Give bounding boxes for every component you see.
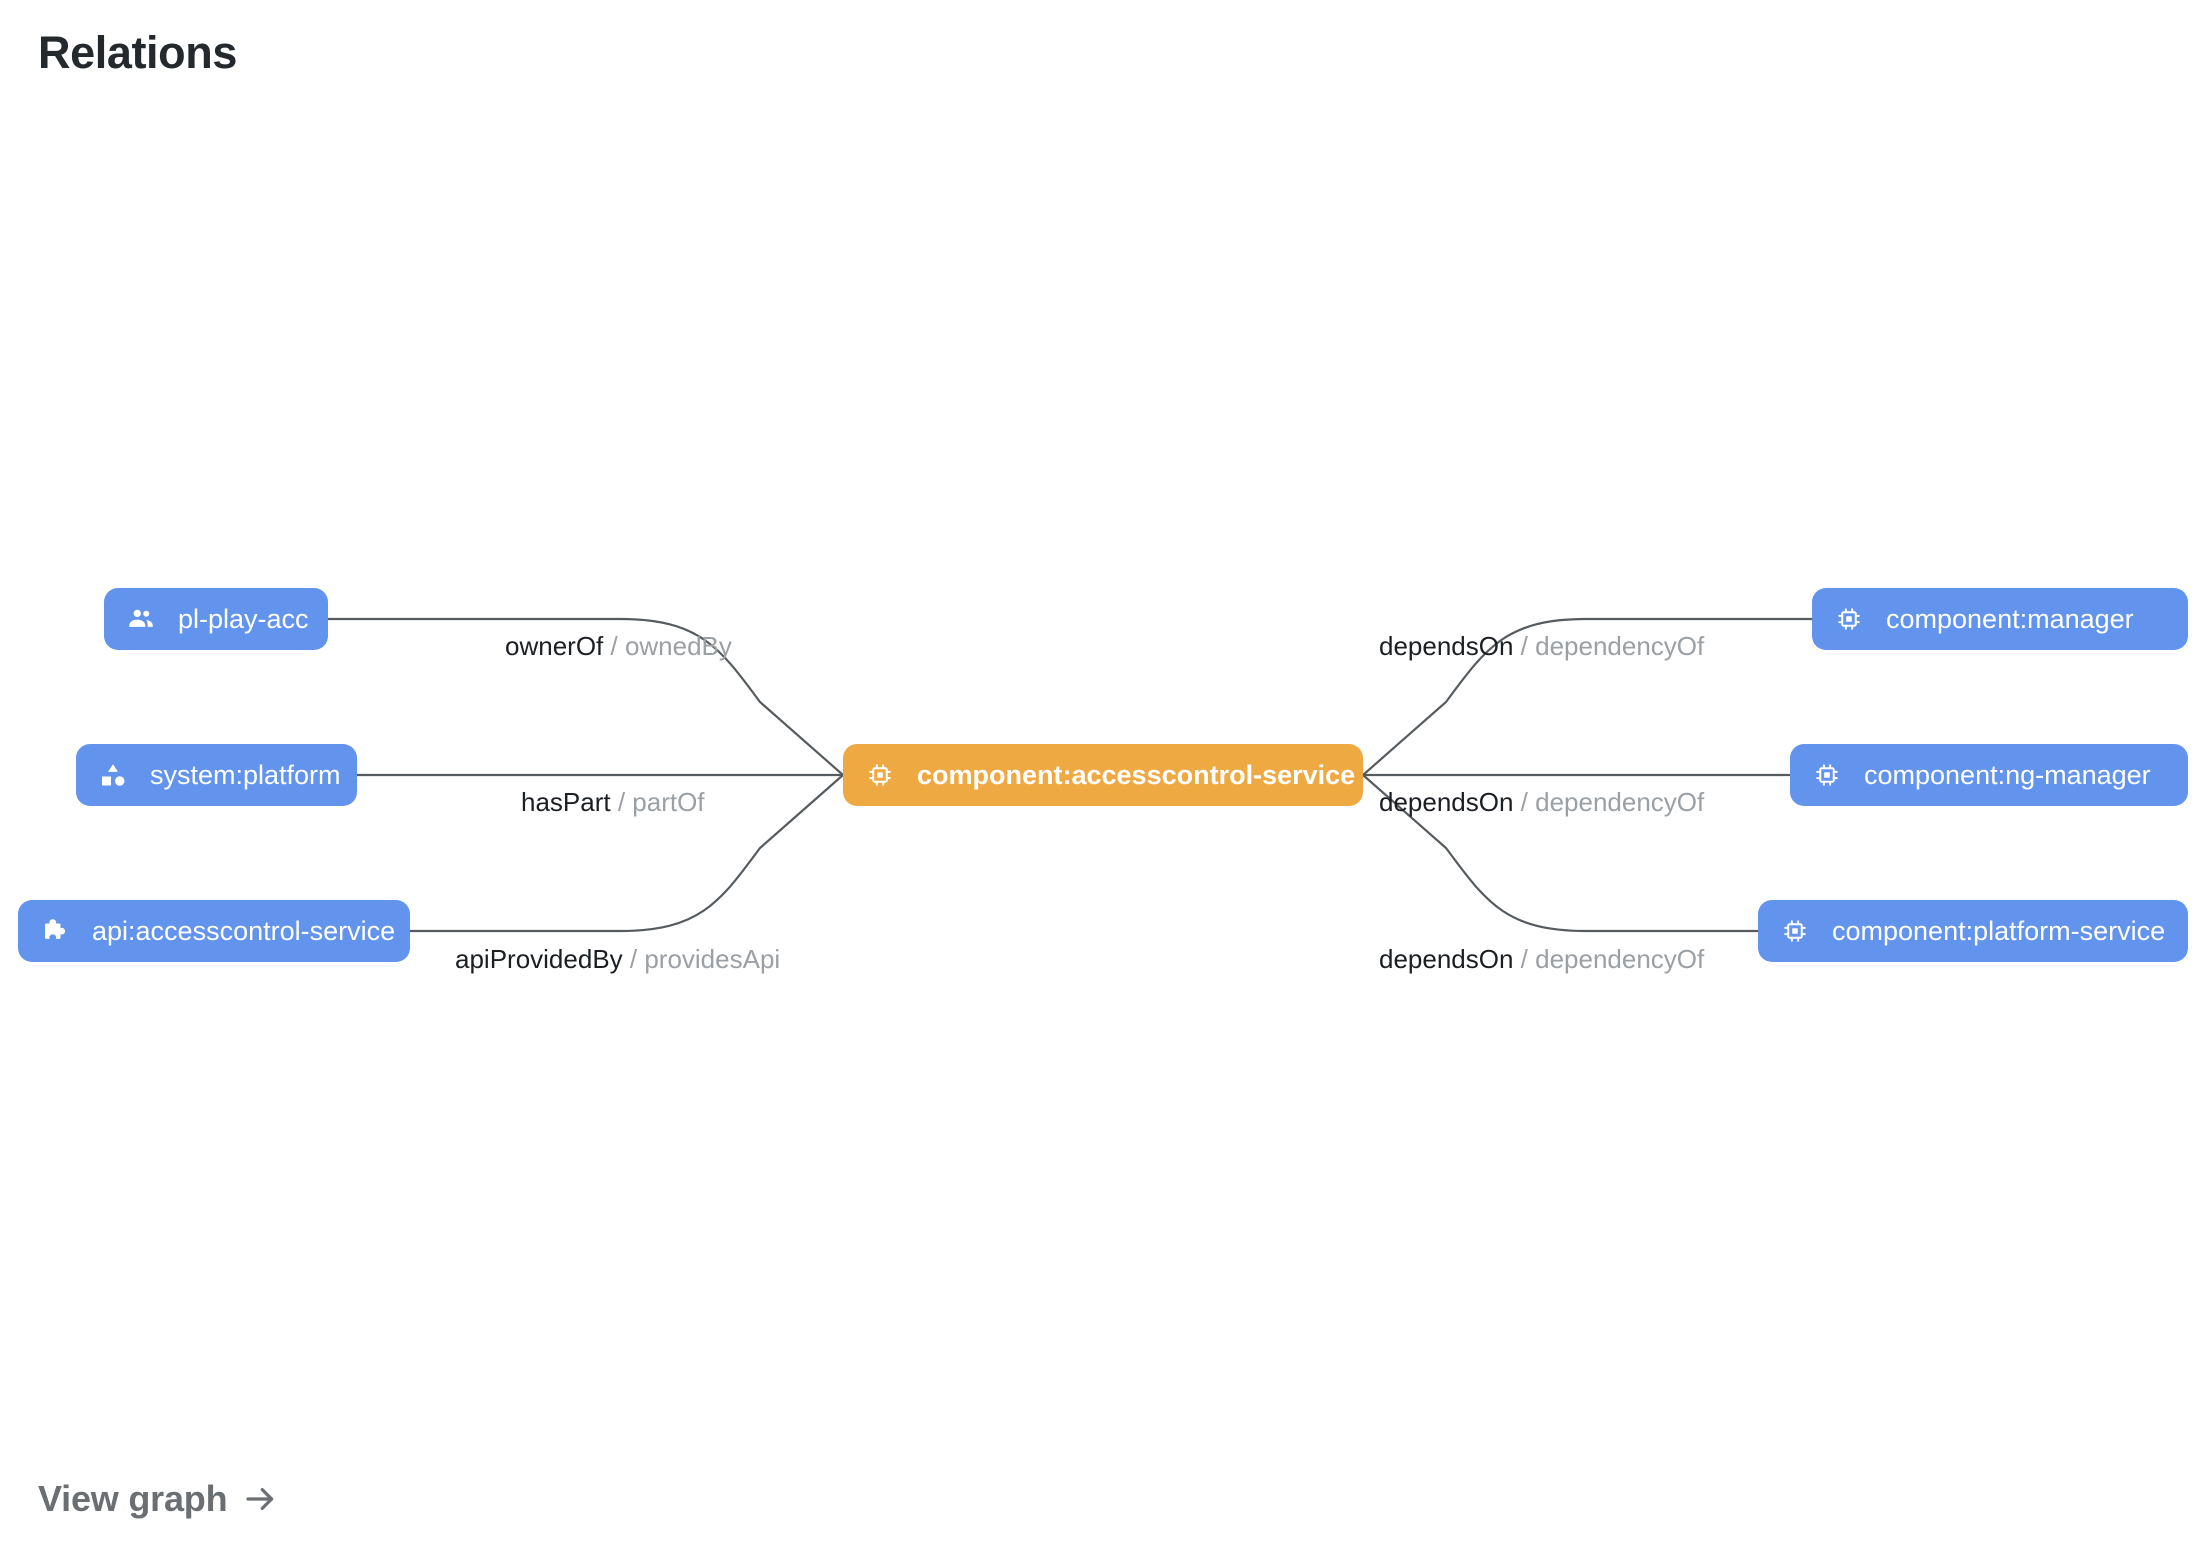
- relation-secondary: dependencyOf: [1535, 787, 1705, 817]
- graph-node-api-accesscontrol-service[interactable]: api:accesscontrol-service: [18, 900, 410, 962]
- chip-icon: [1780, 916, 1810, 946]
- page-title: Relations: [38, 27, 237, 78]
- graph-node-component-platform-service[interactable]: component:platform-service: [1758, 900, 2188, 962]
- graph-node-component-ng-manager[interactable]: component:ng-manager: [1790, 744, 2188, 806]
- relation-secondary: ownedBy: [624, 631, 732, 661]
- chip-icon: [865, 760, 895, 790]
- relation-primary: apiProvidedBy: [455, 944, 623, 974]
- relation-primary: dependsOn: [1379, 787, 1514, 817]
- group-icon: [126, 604, 156, 634]
- relation-separator: /: [1513, 787, 1536, 817]
- relation-separator: /: [1513, 631, 1536, 661]
- edge-label-dependson-manager: dependsOn / dependencyOf: [1379, 633, 1704, 659]
- category-icon: [98, 760, 128, 790]
- relation-separator: /: [1513, 944, 1536, 974]
- edge-label-owner: ownerOf / ownedBy: [505, 633, 732, 659]
- graph-node-label: system:platform: [150, 759, 341, 790]
- relation-primary: ownerOf: [505, 631, 604, 661]
- relation-secondary: dependencyOf: [1535, 944, 1705, 974]
- relation-secondary: providesApi: [644, 944, 781, 974]
- relation-primary: dependsOn: [1379, 631, 1514, 661]
- graph-node-label: api:accesscontrol-service: [92, 915, 396, 946]
- graph-node-focus-component-accesscontrol-service[interactable]: component:accesscontrol-service: [843, 744, 1363, 806]
- arrow-right-icon: [241, 1482, 279, 1516]
- graph-node-label: component:ng-manager: [1864, 759, 2151, 790]
- relation-secondary: partOf: [632, 787, 705, 817]
- relation-secondary: dependencyOf: [1535, 631, 1705, 661]
- graph-node-label: component:accesscontrol-service: [917, 759, 1356, 790]
- graph-node-label: component:platform-service: [1832, 915, 2166, 946]
- relation-separator: /: [610, 787, 633, 817]
- relation-primary: dependsOn: [1379, 944, 1514, 974]
- graph-node-pl-play-acc[interactable]: pl-play-acc: [104, 588, 328, 650]
- relation-primary: hasPart: [521, 787, 611, 817]
- graph-node-component-manager[interactable]: component:manager: [1812, 588, 2188, 650]
- chip-icon: [1834, 604, 1864, 634]
- edge-label-dependson-platform-service: dependsOn / dependencyOf: [1379, 946, 1704, 972]
- puzzle-icon: [40, 916, 70, 946]
- edge-label-dependson-ng-manager: dependsOn / dependencyOf: [1379, 789, 1704, 815]
- graph-node-system-platform[interactable]: system:platform: [76, 744, 357, 806]
- view-graph-link[interactable]: View graph: [38, 1478, 279, 1520]
- view-graph-label: View graph: [38, 1478, 228, 1519]
- chip-icon: [1812, 760, 1842, 790]
- graph-node-label: pl-play-acc: [178, 603, 309, 634]
- relation-separator: /: [622, 944, 645, 974]
- edge-label-haspart: hasPart / partOf: [521, 789, 705, 815]
- edge-label-apiprovidedby: apiProvidedBy / providesApi: [455, 946, 780, 972]
- graph-node-label: component:manager: [1886, 603, 2134, 634]
- relation-separator: /: [603, 631, 625, 661]
